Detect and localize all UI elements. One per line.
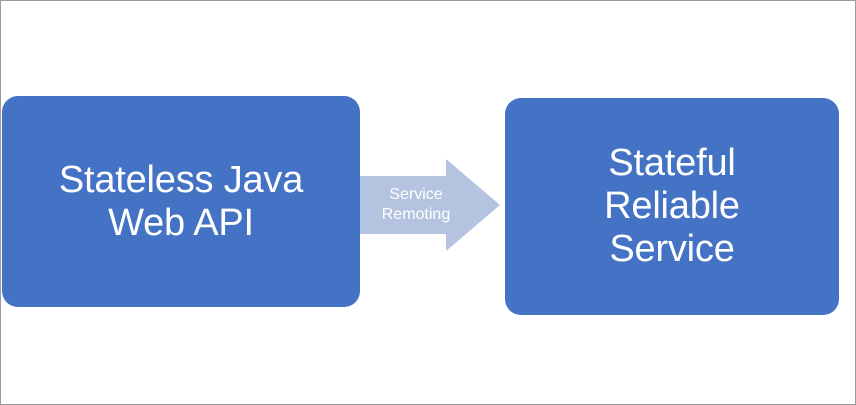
connector-service-remoting[interactable]: Service Remoting: [360, 159, 500, 251]
node-stateful-reliable-service[interactable]: Stateful Reliable Service: [505, 98, 839, 315]
node-label-stateful-reliable-service: Stateful Reliable Service: [604, 142, 740, 270]
node-stateless-java-web-api[interactable]: Stateless Java Web API: [2, 96, 360, 307]
node-label-stateless-java-web-api: Stateless Java Web API: [58, 158, 304, 244]
arrow-right-icon: [360, 159, 500, 251]
